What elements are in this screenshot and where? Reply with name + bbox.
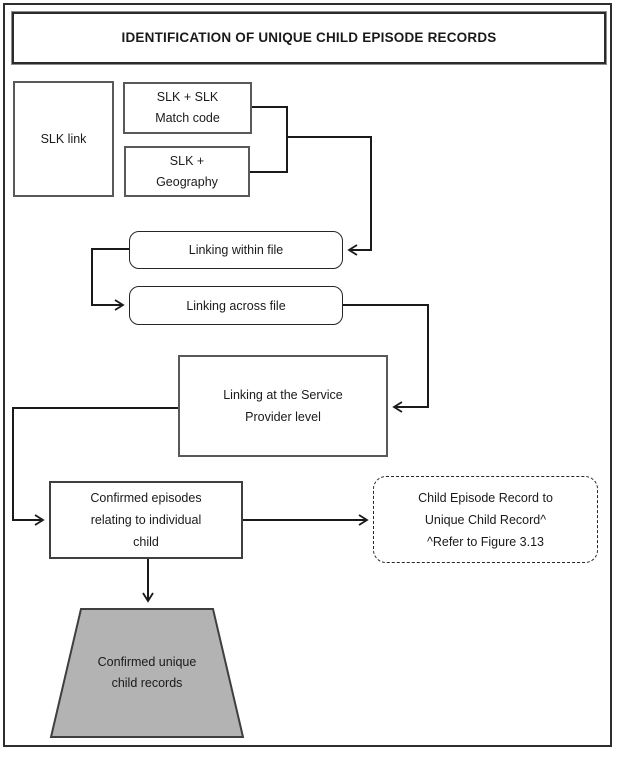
node-child-episode-line2: Unique Child Record^ [424, 512, 547, 527]
node-confirmed-unique-line1: Confirmed unique [97, 655, 197, 669]
node-slk-geography-line1: SLK + [169, 153, 205, 168]
node-linking-within-file-label: Linking within file [188, 243, 284, 257]
node-slk-match-code-line1: SLK + SLK [156, 90, 219, 104]
node-slk-geography-line2: Geography [156, 174, 218, 189]
node-confirmed-unique-line2: child records [111, 676, 183, 690]
node-confirmed-episodes-line2: relating to individual [90, 513, 202, 527]
node-slk-link: SLK link [13, 81, 114, 197]
node-slk-match-code-line2: Match code [155, 111, 220, 125]
node-child-episode-to-unique-record: Child Episode Record to Unique Child Rec… [373, 476, 598, 563]
node-confirmed-unique-child-records: Confirmed unique child records [51, 609, 243, 737]
node-confirmed-episodes-line3: child [133, 535, 159, 549]
node-confirmed-episodes-line1: Confirmed episodes [90, 491, 202, 505]
page-border [3, 3, 612, 747]
node-linking-across-file: Linking across file [129, 286, 343, 325]
diagram-title-text: IDENTIFICATION OF UNIQUE CHILD EPISODE R… [121, 30, 497, 45]
node-confirmed-episodes: Confirmed episodes relating to individua… [49, 481, 243, 559]
diagram-title: IDENTIFICATION OF UNIQUE CHILD EPISODE R… [11, 11, 607, 65]
node-service-provider-linking: Linking at the Service Provider level [178, 355, 388, 457]
node-service-provider-line2: Provider level [245, 410, 321, 424]
node-slk-link-label: SLK link [40, 132, 87, 146]
node-child-episode-line1: Child Episode Record to [418, 490, 553, 505]
node-slk-geography: SLK + Geography [124, 146, 250, 197]
node-child-episode-line3: ^Refer to Figure 3.13 [426, 534, 545, 549]
node-linking-across-file-label: Linking across file [186, 298, 286, 313]
node-linking-within-file: Linking within file [129, 231, 343, 269]
node-service-provider-line1: Linking at the Service [223, 388, 343, 402]
node-slk-match-code: SLK + SLK Match code [123, 82, 252, 134]
